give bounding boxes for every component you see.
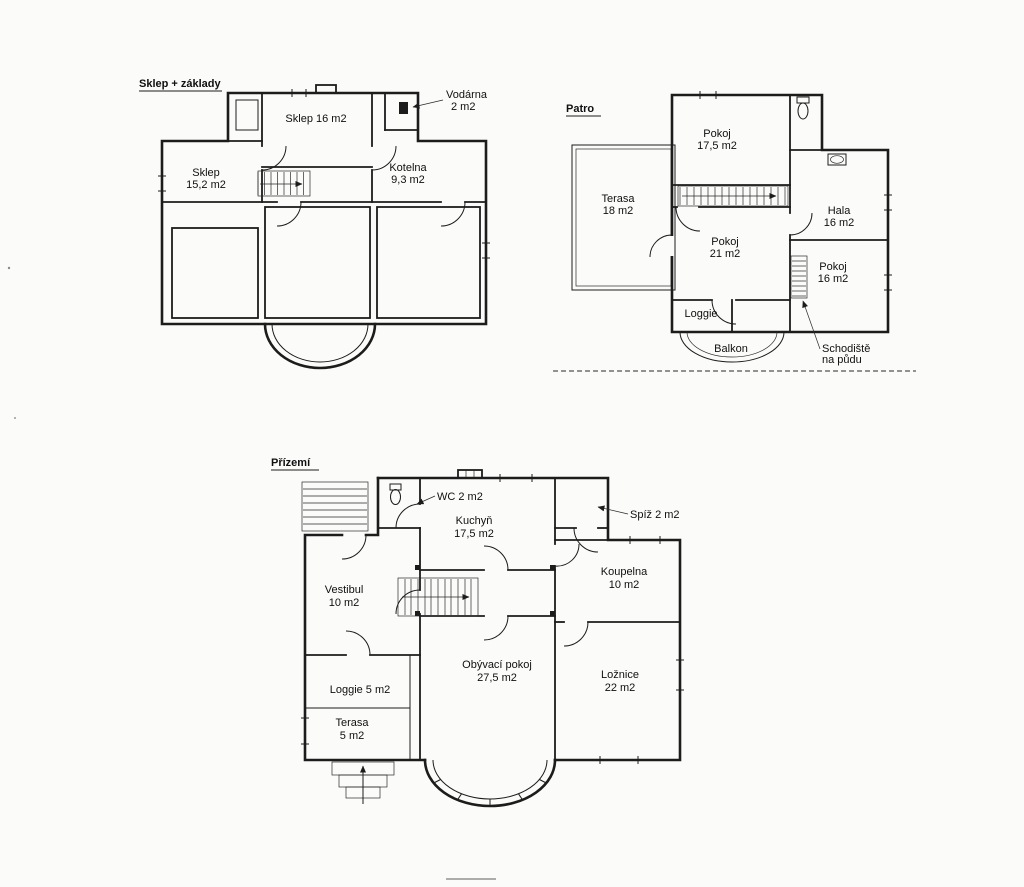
room-label-loznice: Ložnice: [601, 669, 639, 681]
room-label-vodarna-area: 2 m2: [451, 101, 475, 113]
room-label-loznice-area: 22 m2: [605, 682, 636, 694]
toilet-icon: [796, 96, 810, 104]
upper-balcony: [679, 331, 785, 363]
room-label-hala-area: 16 m2: [824, 217, 855, 229]
room-label-sklep-16: Sklep 16 m2: [285, 113, 346, 125]
wc-fixture: [389, 483, 402, 505]
scan-speckles: [7, 266, 496, 880]
room-label-pokoj-175: Pokoj: [703, 128, 731, 140]
wc-leader-arrow: [416, 495, 436, 505]
room-label-vestibul: Vestibul: [325, 584, 364, 596]
plan-ground-title: Přízemí: [271, 457, 311, 469]
upper-bath-fixtures: [796, 96, 847, 166]
room-label-pokoj-21: Pokoj: [711, 236, 739, 248]
room-label-pokoj-16: Pokoj: [819, 261, 847, 273]
ground-walls: [303, 469, 682, 762]
upper-walls: [669, 93, 890, 334]
bay-window: [423, 758, 557, 808]
upper-room-labels: Pokoj 17,5 m2 Terasa 18 m2 Hala 16 m2 Po…: [601, 128, 870, 366]
schodiste-leader-arrow: [802, 300, 821, 350]
room-label-terasa-5: Terasa: [335, 717, 369, 729]
room-label-vestibul-area: 10 m2: [329, 597, 360, 609]
plan-basement: Sklep + základy: [139, 78, 490, 370]
upper-main-stairs: [677, 185, 789, 207]
upper-doors: [649, 206, 813, 325]
basement-walls: [160, 84, 488, 370]
room-label-koupelna-area: 10 m2: [609, 579, 640, 591]
bay-window-arc: [263, 322, 377, 370]
plan-upper-title: Patro: [566, 103, 594, 115]
basement-doors: [261, 145, 466, 227]
basement-stairs: [257, 170, 311, 197]
basement-room-labels: Sklep 16 m2 Vodárna 2 m2 Kotelna 9,3 m2 …: [186, 89, 488, 191]
room-label-pokoj-175-area: 17,5 m2: [697, 140, 737, 152]
plan-ground-floor: Přízemí: [271, 457, 684, 808]
ground-main-stairs: [397, 577, 479, 617]
upper-windows: [699, 91, 892, 291]
room-label-loggie-5: Loggie 5 m2: [330, 684, 391, 696]
room-label-pokoj-21-area: 21 m2: [710, 248, 741, 260]
plan-basement-title: Sklep + základy: [139, 78, 222, 90]
entrance-steps: [331, 761, 395, 804]
label-schodiste-2: na půdu: [822, 354, 862, 366]
ground-room-labels: WC 2 m2 Kuchyň 17,5 m2 Spíž 2 m2 Koupeln…: [325, 491, 680, 742]
water-pump-symbol: [399, 102, 408, 114]
room-label-loggie: Loggie: [684, 308, 717, 320]
sink-icon: [827, 153, 847, 166]
room-label-obyvaci: Obývací pokoj: [462, 659, 532, 671]
exterior-stairs: [301, 481, 369, 532]
plan-upper-floor: Patro: [553, 91, 916, 372]
attic-stairs: [790, 255, 808, 299]
room-label-kotelna: Kotelna: [389, 162, 427, 174]
basement-windows: [158, 89, 490, 259]
room-label-wc: WC 2 m2: [437, 491, 483, 503]
room-label-obyvaci-area: 27,5 m2: [477, 672, 517, 684]
room-label-hala: Hala: [828, 205, 852, 217]
vodarna-leader-arrow: [412, 99, 444, 109]
room-label-pokoj-16-area: 16 m2: [818, 273, 849, 285]
room-label-sklep-152-area: 15,2 m2: [186, 179, 226, 191]
room-label-terasa-18-area: 18 m2: [603, 205, 634, 217]
room-label-spiz: Spíž 2 m2: [630, 509, 680, 521]
label-schodiste: Schodiště: [822, 343, 870, 355]
ground-windows: [301, 474, 684, 764]
room-label-sklep-152: Sklep: [192, 167, 220, 179]
room-label-terasa-5-area: 5 m2: [340, 730, 364, 742]
room-label-terasa-18: Terasa: [601, 193, 635, 205]
upper-terrace-outline: [571, 144, 676, 291]
room-label-koupelna: Koupelna: [601, 566, 648, 578]
room-label-kotelna-area: 9,3 m2: [391, 174, 425, 186]
room-label-balkon: Balkon: [714, 343, 748, 355]
room-label-vodarna: Vodárna: [446, 89, 488, 101]
room-label-kuchyn-area: 17,5 m2: [454, 528, 494, 540]
room-label-kuchyn: Kuchyň: [456, 515, 493, 527]
spiz-leader-arrow: [597, 505, 629, 515]
